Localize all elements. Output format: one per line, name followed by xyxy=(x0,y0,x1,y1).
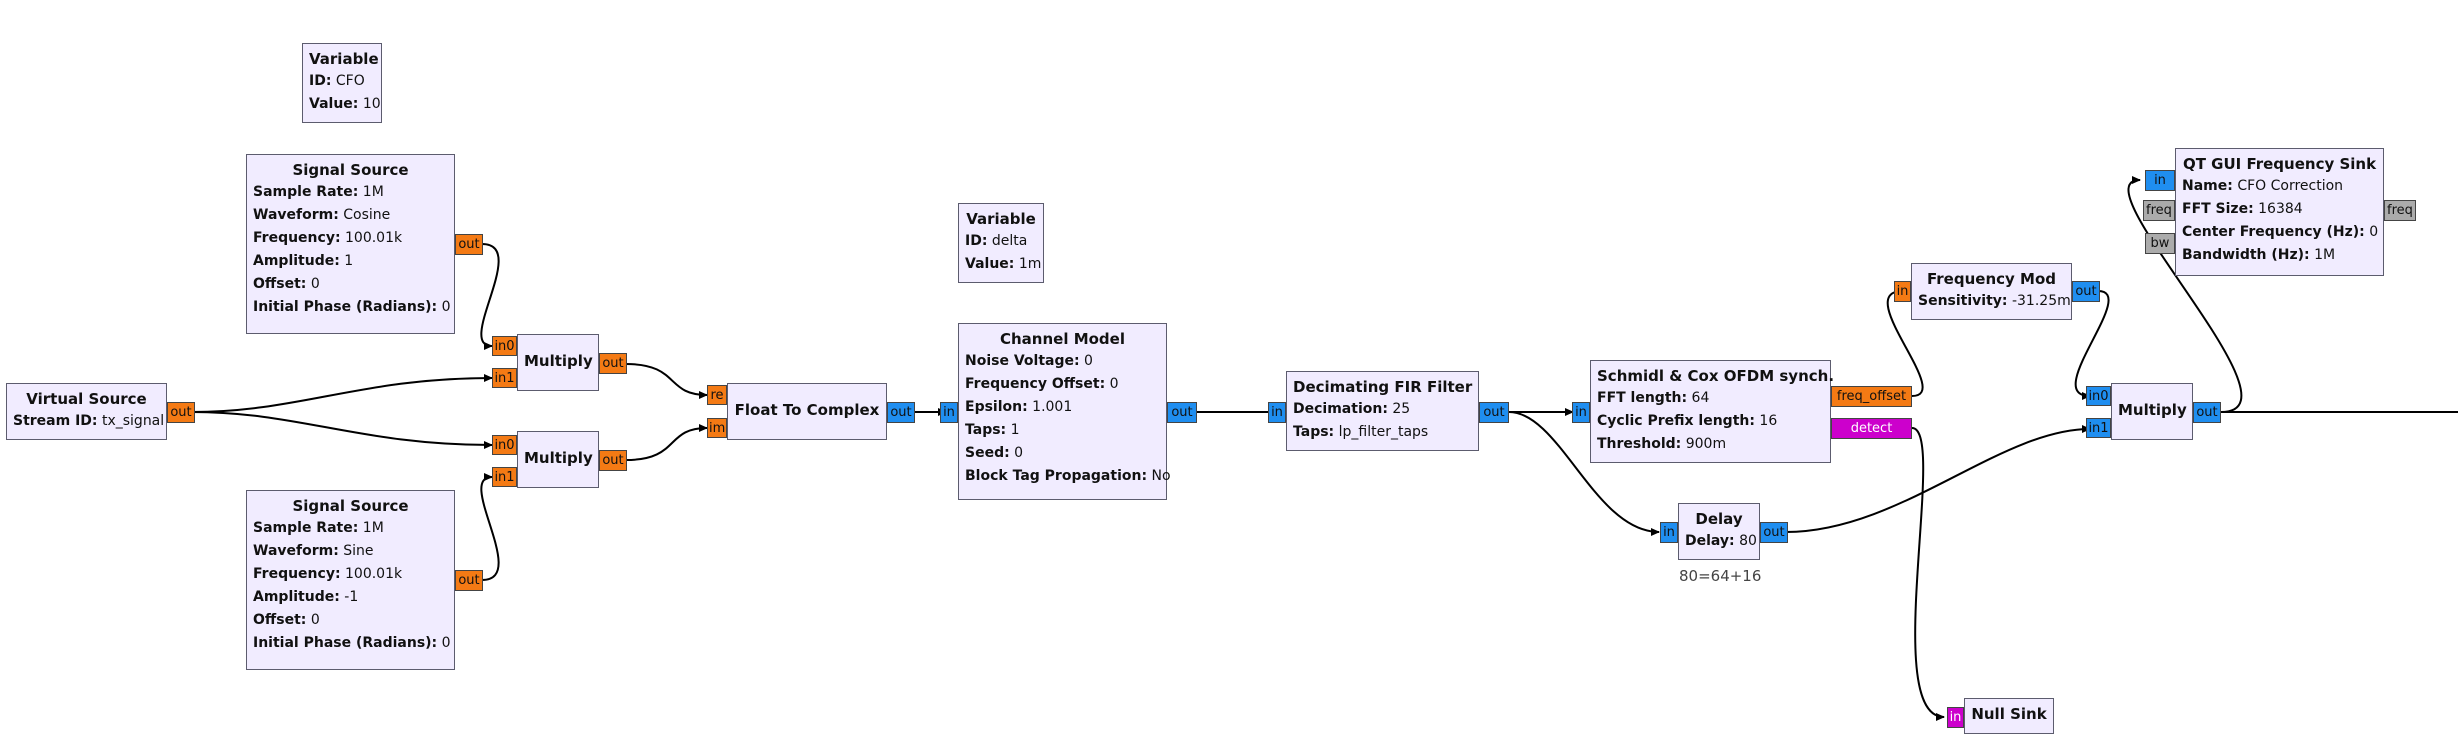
mul2-in0-port[interactable]: in0 xyxy=(492,435,517,455)
f2c-re-port[interactable]: re xyxy=(707,385,727,405)
wire-vsrc-mul2 xyxy=(191,411,493,449)
wire-vsrc-mul1 xyxy=(191,374,493,413)
variable-cfo-block[interactable]: Variable ID: CFO Value: 10 xyxy=(302,43,382,123)
block-title: Frequency Mod xyxy=(1927,270,2056,288)
vsrc-out-port[interactable]: out xyxy=(167,402,195,423)
wire-sc-nsink xyxy=(1911,427,1945,721)
signal-source-sine-block[interactable]: Signal Source Sample Rate: 1M Waveform: … xyxy=(246,490,455,670)
block-title: Variable xyxy=(309,50,379,68)
signal-source-cosine-block[interactable]: Signal Source Sample Rate: 1M Waveform: … xyxy=(246,154,455,334)
block-title: Virtual Source xyxy=(26,390,147,408)
mul1-out-port[interactable]: out xyxy=(599,353,627,374)
virtual-source-block[interactable]: Virtual Source Stream ID: tx_signal xyxy=(6,383,167,440)
multiply-block-1[interactable]: Multiply xyxy=(517,334,599,391)
qt-freq-in-port[interactable]: freq xyxy=(2143,200,2175,221)
block-title: Variable xyxy=(966,210,1036,228)
block-title: Channel Model xyxy=(1000,330,1125,348)
mul2-in1-port[interactable]: in1 xyxy=(492,467,517,487)
wire-mul2-f2c xyxy=(625,424,708,461)
fmod-in-port[interactable]: in xyxy=(1894,281,1911,302)
frequency-mod-block[interactable]: Frequency Mod Sensitivity: -31.25m xyxy=(1911,263,2072,320)
sigsrc2-out-port[interactable]: out xyxy=(455,570,483,591)
delay-block[interactable]: Delay Delay: 80 xyxy=(1678,503,1760,560)
multiply-block-3[interactable]: Multiply xyxy=(2111,383,2193,440)
channel-model-block[interactable]: Channel Model Noise Voltage: 0 Frequency… xyxy=(958,323,1171,500)
variable-delta-block[interactable]: Variable ID: delta Value: 1m xyxy=(958,203,1044,283)
block-title: Multiply xyxy=(2118,401,2187,419)
decimating-fir-filter-block[interactable]: Decimating FIR Filter Decimation: 25 Tap… xyxy=(1286,371,1479,451)
wire-mul1-f2c xyxy=(625,363,708,399)
multiply-block-2[interactable]: Multiply xyxy=(517,431,599,488)
delay-out-port[interactable]: out xyxy=(1760,522,1788,543)
wire-sigsrc2-mul2 xyxy=(480,473,500,581)
mul3-in1-port[interactable]: in1 xyxy=(2086,418,2111,438)
block-title: Delay xyxy=(1695,510,1743,528)
fir-in-port[interactable]: in xyxy=(1268,402,1286,423)
chan-in-port[interactable]: in xyxy=(940,402,958,423)
block-title: Float To Complex xyxy=(734,401,880,419)
block-title: Signal Source xyxy=(292,161,409,179)
delay-in-port[interactable]: in xyxy=(1660,522,1678,543)
wire-sigsrc1-mul1 xyxy=(480,243,500,350)
f2c-im-port[interactable]: im xyxy=(707,418,727,438)
fmod-out-port[interactable]: out xyxy=(2072,281,2100,302)
chan-out-port[interactable]: out xyxy=(1167,402,1197,423)
mul1-in1-port[interactable]: in1 xyxy=(492,368,517,388)
f2c-out-port[interactable]: out xyxy=(887,402,915,423)
mul3-in0-port[interactable]: in0 xyxy=(2086,386,2111,406)
fir-out-port[interactable]: out xyxy=(1479,402,1509,423)
qt-gui-frequency-sink-block[interactable]: QT GUI Frequency Sink Name: CFO Correcti… xyxy=(2175,148,2384,276)
mul2-out-port[interactable]: out xyxy=(599,450,627,471)
sc-detect-port[interactable]: detect xyxy=(1831,418,1912,439)
block-title: Multiply xyxy=(524,352,593,370)
block-title: Decimating FIR Filter xyxy=(1293,378,1473,396)
sigsrc1-out-port[interactable]: out xyxy=(455,234,483,255)
block-title: QT GUI Frequency Sink xyxy=(2182,155,2377,173)
sc-in-port[interactable]: in xyxy=(1572,402,1590,423)
block-title: Schmidl & Cox OFDM synch. xyxy=(1597,367,1835,385)
qt-in-port[interactable]: in xyxy=(2145,170,2175,191)
wire-fmod-mul3 xyxy=(2074,290,2110,400)
mul1-in0-port[interactable]: in0 xyxy=(492,336,517,356)
qt-freq-out-port[interactable]: freq xyxy=(2384,200,2416,221)
nsink-in-port[interactable]: in xyxy=(1947,707,1964,728)
schmidl-cox-ofdm-sync-block[interactable]: Schmidl & Cox OFDM synch. FFT length: 64… xyxy=(1590,360,1835,463)
block-title: Null Sink xyxy=(1971,705,2047,723)
null-sink-block[interactable]: Null Sink xyxy=(1964,698,2054,734)
qt-bw-port[interactable]: bw xyxy=(2145,233,2175,254)
wire-delay-mul3 xyxy=(1785,425,2091,533)
sc-freq-offset-port[interactable]: freq_offset xyxy=(1831,386,1912,407)
block-title: Multiply xyxy=(524,449,593,467)
mul3-out-port[interactable]: out xyxy=(2193,402,2221,423)
float-to-complex-block[interactable]: Float To Complex xyxy=(727,383,887,440)
block-title: Signal Source xyxy=(292,497,409,515)
delay-comment: 80=64+16 xyxy=(1679,567,1762,585)
